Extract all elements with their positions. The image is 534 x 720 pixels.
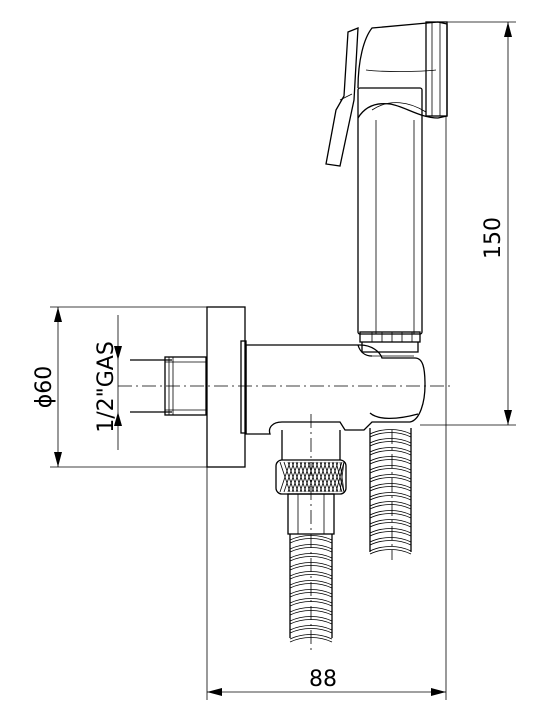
knurl-line bbox=[303, 461, 315, 493]
knurl-line bbox=[307, 461, 319, 493]
knurl-line bbox=[327, 461, 339, 493]
handshower-handle bbox=[325, 21, 448, 353]
knurl-line bbox=[339, 461, 345, 493]
dimension-height: 150 bbox=[420, 21, 516, 426]
width-label: 88 bbox=[309, 667, 337, 692]
knurl-line bbox=[279, 461, 291, 493]
hose-coil bbox=[369, 528, 412, 537]
hose-coil bbox=[369, 438, 412, 447]
diameter-label: ϕ60 bbox=[32, 366, 57, 409]
knurl-line bbox=[283, 461, 295, 493]
knurl-line bbox=[323, 461, 335, 493]
hose-coil bbox=[369, 474, 412, 483]
hose-coil bbox=[369, 456, 412, 465]
knurl-line bbox=[311, 461, 323, 493]
hose-coil bbox=[369, 492, 412, 501]
knurl-line bbox=[319, 461, 331, 493]
hose-coil bbox=[369, 501, 412, 510]
wall-plate bbox=[206, 306, 247, 468]
dimension-diameter: ϕ60 bbox=[32, 306, 207, 468]
hose-right bbox=[369, 428, 412, 555]
center-lines bbox=[118, 385, 454, 650]
dimension-thread: 1/2"GAS bbox=[94, 315, 122, 450]
hose-coil bbox=[369, 483, 412, 492]
knurl-line bbox=[315, 461, 327, 493]
hose-coil bbox=[369, 519, 412, 528]
hose-coil bbox=[369, 429, 412, 438]
knurl-line bbox=[291, 461, 303, 493]
hose-coil bbox=[369, 447, 412, 456]
hose-coil bbox=[369, 537, 412, 546]
lower-outlet bbox=[275, 430, 347, 643]
thread-label: 1/2"GAS bbox=[94, 341, 119, 433]
hose-coil bbox=[369, 465, 412, 474]
height-label: 150 bbox=[481, 217, 506, 259]
hose-coil bbox=[369, 510, 412, 519]
knurl-line bbox=[335, 461, 345, 493]
dimension-width: 88 bbox=[206, 116, 447, 700]
hose-coil bbox=[289, 598, 333, 607]
valve-body bbox=[245, 344, 426, 435]
knurl-line bbox=[295, 461, 307, 493]
hose-coil bbox=[369, 546, 412, 555]
knurl-line bbox=[287, 461, 299, 493]
knurl-line bbox=[299, 461, 311, 493]
